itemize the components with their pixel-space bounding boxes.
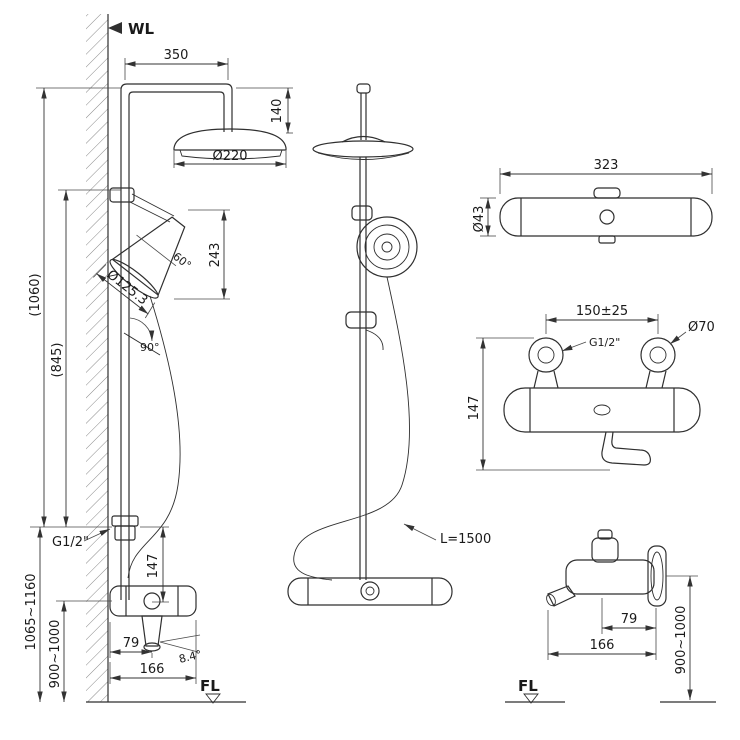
valve-top-view: 323 Ø43 <box>472 158 713 244</box>
lever-handle <box>601 431 651 466</box>
rain-shower-head <box>173 128 287 160</box>
dim-220: Ø220 <box>212 149 247 164</box>
hand-shower: 60° Ø125.3 <box>93 216 194 319</box>
column-finial <box>356 83 371 94</box>
fl-triangle-icon <box>205 693 221 704</box>
dim-hand-shower-length: 243 <box>174 209 230 300</box>
dim-head-diameter: Ø220 <box>173 149 287 168</box>
wall <box>86 14 109 702</box>
dim-79-side: 79 <box>621 612 638 627</box>
floor-line-label-left: FL <box>200 677 220 695</box>
tub-spout-front <box>141 615 163 647</box>
wall-outlet-fitting <box>111 515 139 541</box>
hose-length-label: L=1500 <box>403 523 491 547</box>
dim-1065-1160: 1065~1160 <box>24 573 39 650</box>
floor-line-label-mid: FL <box>518 677 538 695</box>
dim-166-side: 166 <box>590 638 615 653</box>
dim-243: 243 <box>208 243 223 268</box>
dim-overall-height: (1060) <box>28 87 121 528</box>
dim-head-drop: 140 <box>236 87 293 134</box>
mixer-valve-side-view <box>287 577 453 606</box>
dim-845: (845) <box>50 343 65 378</box>
hose-length-text: L=1500 <box>440 532 491 547</box>
wall-hatch <box>86 14 108 702</box>
wall-line-label: WL <box>128 20 155 38</box>
valve-body-front <box>503 387 701 433</box>
spout-tip <box>547 585 576 607</box>
hand-shower-holder <box>109 187 175 223</box>
dim-900-1000-front: 900~1000 <box>48 620 63 689</box>
dim-166-front: 166 <box>140 662 165 677</box>
valve-front-view: 150±25 G1/2" Ø70 147 <box>467 304 715 471</box>
dim-70: Ø70 <box>688 320 715 335</box>
dim-79-front: 79 <box>123 636 140 651</box>
dim-140: 140 <box>270 99 285 124</box>
wall-line-marker: WL <box>108 20 155 38</box>
hand-shower-hose <box>293 276 410 581</box>
valve-side-view: 79 166 900~1000 <box>546 529 716 703</box>
dim-323: 323 <box>594 158 619 173</box>
floor-line-left: FL <box>86 677 246 704</box>
dim-125: Ø125.3 <box>104 267 151 308</box>
floor-line-mid: FL <box>505 677 565 704</box>
dim-43: Ø43 <box>472 206 487 233</box>
dim-900-1000-side: 900~1000 <box>674 606 689 675</box>
thread-g12-front: G1/2" <box>52 535 89 550</box>
valve-body-side <box>565 559 655 595</box>
rain-head-side <box>312 135 414 160</box>
slide-bracket <box>345 311 377 329</box>
side-view: L=1500 FL <box>287 83 565 704</box>
front-view: WL 350 140 Ø220 <box>24 14 293 704</box>
right-escutcheon <box>640 337 676 373</box>
thread-label-left: G1/2" <box>52 528 111 550</box>
thread-g12-valve: G1/2" <box>589 336 620 349</box>
dim-valve-height-range: 900~1000 <box>48 600 112 702</box>
dim-arm-reach: 350 <box>124 48 229 80</box>
wl-arrow-icon <box>108 22 122 34</box>
shower-hose-front <box>127 295 181 579</box>
fl-triangle-icon-mid <box>523 693 539 704</box>
dim-column-height: (845) <box>50 189 121 527</box>
dim-350: 350 <box>164 48 189 63</box>
angle-60: 60° <box>170 250 193 272</box>
hand-shower-mount-side <box>351 205 373 221</box>
angle-84: 8.4° <box>178 648 203 666</box>
dim-spout-offset-front: 79 <box>109 622 153 658</box>
dim-147-valve: 147 <box>467 396 482 421</box>
shower-column <box>120 83 233 600</box>
angle-90: 90° <box>140 341 160 354</box>
dim-150-25: 150±25 <box>576 304 628 319</box>
dim-spout-reach-front: 166 <box>109 620 197 684</box>
swivel-angle: 90° <box>123 317 161 356</box>
spout-angle: 8.4° <box>159 634 203 666</box>
dim-outlet-to-valve: 147 <box>140 526 169 603</box>
dim-1060: (1060) <box>28 273 43 316</box>
diverter-button-top <box>593 187 621 199</box>
dim-147-front: 147 <box>146 554 161 579</box>
diverter-knob-side <box>591 537 619 563</box>
left-escutcheon <box>528 337 564 373</box>
dim-outlet-height-range: 1065~1160 <box>24 527 43 702</box>
